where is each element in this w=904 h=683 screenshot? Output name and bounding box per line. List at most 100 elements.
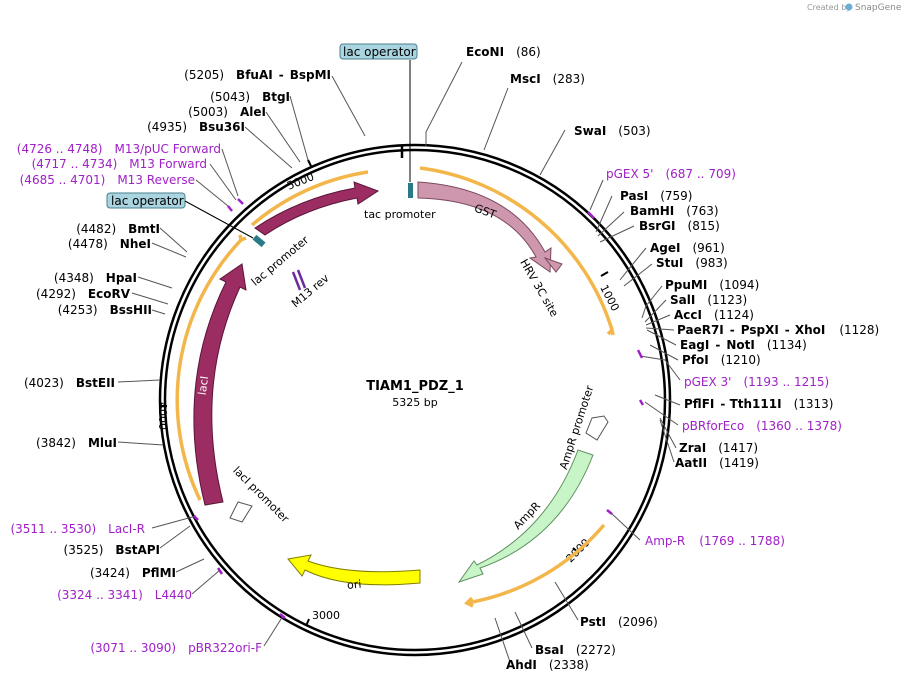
backbone-outer-ring bbox=[158, 143, 672, 657]
orf-arcs bbox=[175, 166, 615, 608]
primer-mark-m13rev bbox=[227, 205, 233, 212]
backbone-inner-ring bbox=[163, 148, 667, 652]
site-pasi: PasI(759) bbox=[620, 189, 692, 203]
lac-operator-top-marker bbox=[408, 183, 413, 198]
leader-pbrforeco bbox=[644, 401, 679, 426]
primer-mark-pgex3 bbox=[636, 349, 644, 359]
leader-bsu36i bbox=[244, 126, 293, 169]
site-alei: (5003)AleI bbox=[188, 105, 266, 119]
leader-laci-r bbox=[151, 515, 197, 529]
site-sali: SalI(1123) bbox=[670, 293, 747, 307]
leader-m13rev-primer bbox=[195, 179, 229, 207]
site-pgex3: pGEX 3'(1193 .. 1215) bbox=[684, 375, 829, 389]
orf-arc-gst-head bbox=[606, 326, 615, 336]
lac-operator-top-box bbox=[339, 43, 418, 60]
site-agei: AgeI(961) bbox=[650, 241, 725, 255]
primer-mark-pbr322ori bbox=[279, 613, 286, 619]
site-pbrforeco: pBRforEco(1360 .. 1378) bbox=[682, 419, 842, 433]
leader-m13puc bbox=[221, 148, 239, 197]
lac-operator-left-leader bbox=[184, 200, 254, 239]
leader-agei bbox=[619, 247, 647, 281]
leader-stui bbox=[623, 263, 653, 287]
leader-sali bbox=[644, 299, 667, 323]
leader-aatii bbox=[659, 419, 675, 463]
leader-nhei bbox=[151, 242, 187, 258]
leader-pasi bbox=[595, 195, 613, 233]
snapgene-logo-icon bbox=[845, 3, 853, 11]
orf-arc-ampr-head bbox=[464, 596, 474, 608]
plasmid-name: TIAM1_PDZ_1 bbox=[366, 379, 464, 394]
ampr-arrow bbox=[457, 449, 594, 583]
laci-label: lacI bbox=[196, 375, 212, 396]
lacza-arrow bbox=[254, 181, 380, 236]
credit-prefix: Created by bbox=[807, 3, 851, 12]
orf-arc-laci-head bbox=[238, 234, 247, 243]
site-swai: SwaI(503) bbox=[574, 124, 651, 138]
site-ahdi: AhdI(2338) bbox=[506, 658, 589, 672]
site-ecorv: (4292)EcoRV bbox=[36, 287, 131, 301]
lac-operator-left-marker bbox=[252, 234, 266, 248]
m13-rev-marker bbox=[291, 269, 307, 291]
tick-label-4000: 4000 bbox=[156, 402, 169, 430]
site-bfuai: (5205)BfuAI-BspMI bbox=[184, 68, 331, 82]
leader-bsshii bbox=[151, 309, 166, 315]
leader-bfuai bbox=[331, 75, 366, 137]
leader-mlui bbox=[117, 441, 164, 446]
leader-paer7i bbox=[645, 327, 675, 331]
lac-operator-top-label: lac operator bbox=[343, 45, 416, 59]
ori-label: ori bbox=[347, 578, 362, 592]
leader-pfoi bbox=[649, 344, 679, 361]
leader-pbr322ori bbox=[263, 615, 284, 647]
site-pflmi: (3424)PflMI bbox=[90, 566, 176, 580]
tick-3000 bbox=[305, 618, 310, 627]
laci-arrow bbox=[193, 263, 247, 506]
hrv-3c-site-arrow bbox=[543, 256, 563, 273]
site-m13fwd: (4717 .. 4734)M13 Forward bbox=[32, 157, 207, 171]
primer-mark-l4440 bbox=[216, 567, 224, 575]
site-leaders bbox=[117, 61, 681, 663]
leader-bsai bbox=[514, 611, 533, 649]
leader-ampr-primer bbox=[609, 511, 641, 541]
site-ampr-primer: Amp-R(1769 .. 1788) bbox=[645, 534, 785, 548]
primer-mark-pbrforeco bbox=[638, 399, 645, 406]
leader-bsrgi bbox=[599, 225, 635, 243]
leader-ppumi bbox=[641, 285, 663, 319]
site-zrai: ZraI(1417) bbox=[679, 441, 758, 455]
leader-alei bbox=[265, 111, 301, 163]
site-bsai: BsaI(2272) bbox=[535, 643, 616, 657]
leader-pflfi bbox=[654, 394, 681, 406]
site-bsteii: (4023)BstEII bbox=[24, 376, 115, 390]
primer-mark-m13fwd bbox=[237, 198, 244, 205]
primer-marks bbox=[193, 198, 645, 619]
site-nhei: (4478)NheI bbox=[68, 237, 151, 251]
site-pgex5: pGEX 5'(687 .. 709) bbox=[606, 167, 736, 181]
site-stui: StuI(983) bbox=[656, 256, 728, 270]
leader-swai bbox=[539, 129, 566, 176]
orf-arc-gst bbox=[419, 166, 614, 331]
leader-ahdi bbox=[494, 617, 511, 663]
orf-arc-ampr bbox=[466, 523, 606, 605]
ori-arrow bbox=[287, 554, 421, 586]
lac-operator-left-label: lac operator bbox=[111, 194, 184, 208]
site-laci-r: (3511 .. 3530)LacI-R bbox=[10, 522, 145, 536]
site-bamhi: BamHI(763) bbox=[630, 204, 719, 218]
site-pflfi: PflFI-Tth111I(1313) bbox=[684, 397, 833, 411]
leader-hpai bbox=[137, 276, 173, 289]
laci-promoter-arrow bbox=[229, 501, 253, 523]
site-paer7i: PaeR7I-PspXI-XhoI(1128) bbox=[677, 323, 879, 337]
leader-econi bbox=[425, 61, 463, 146]
site-pfoi: PfoI(1210) bbox=[682, 353, 761, 367]
gst-arrow bbox=[417, 181, 552, 273]
orf-arc-lacza bbox=[250, 170, 369, 227]
site-btgi: (5043)BtgI bbox=[210, 90, 290, 104]
leader-pgex3 bbox=[639, 355, 681, 381]
site-msci: MscI(283) bbox=[510, 72, 585, 86]
site-hpai: (4348)HpaI bbox=[54, 271, 137, 285]
site-bmti: (4482)BmtI bbox=[76, 222, 160, 236]
tick-label-3000: 3000 bbox=[312, 609, 340, 622]
tac-promoter-label: tac promoter bbox=[364, 208, 436, 221]
primer-mark-pgex5 bbox=[587, 211, 595, 219]
leader-acci bbox=[645, 314, 671, 326]
tick-5000 bbox=[307, 159, 312, 167]
leader-eagi bbox=[646, 329, 677, 346]
